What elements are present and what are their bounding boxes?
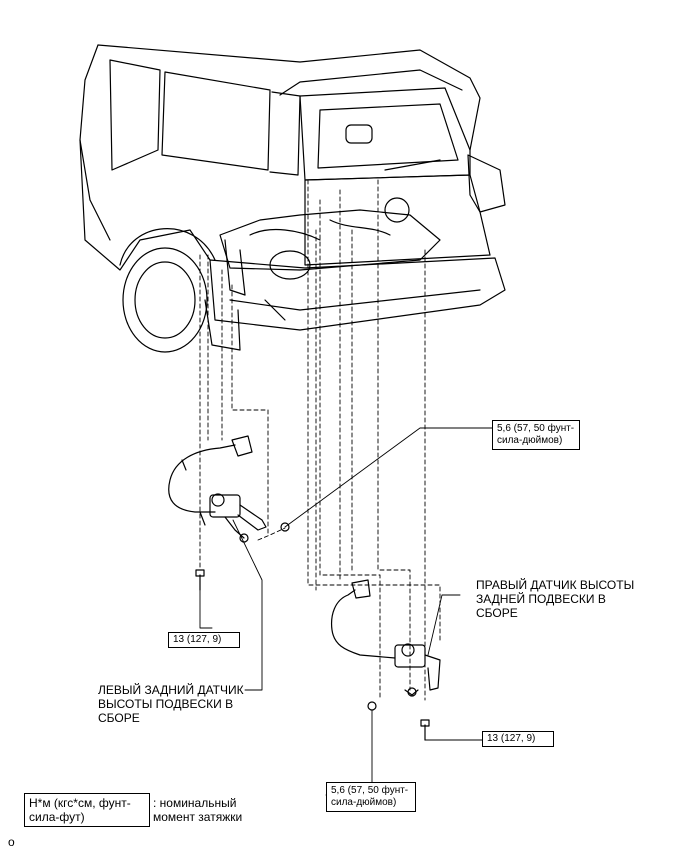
torque-label-lower-nut: 5,6 (57, 50 фунт- сила-дюймов) [326,782,416,812]
left-height-sensor-assembly [168,435,267,543]
torque-label-upper-nut: 5,6 (57, 50 фунт- сила-дюймов) [492,420,580,450]
footer-code: o [8,835,15,849]
lower-nut-icon [367,701,377,711]
right-height-sensor-assembly [330,579,441,697]
legend-unit-box: Н*м (кгс*см, фунт- сила-фут) [24,793,150,827]
leader-lines [199,427,493,796]
label-right-rear-height-sensor: ПРАВЫЙ ДАТЧИК ВЫСОТЫ ЗАДНЕЙ ПОДВЕСКИ В С… [476,578,635,620]
torque-label-right-bolt: 13 (127, 9) [482,731,554,747]
upper-nut-icon [280,522,290,532]
right-bolt-icon [420,719,430,741]
legend-meaning: : номинальный момент затяжки [153,796,243,824]
torque-label-left-bolt: 13 (127, 9) [168,632,240,648]
dashed-guide-lines [199,179,441,701]
vehicle-rear-illustration [79,44,506,353]
label-left-rear-height-sensor: ЛЕВЫЙ ЗАДНИЙ ДАТЧИК ВЫСОТЫ ПОДВЕСКИ В СБ… [98,683,244,725]
left-bolt-icon [195,569,205,591]
